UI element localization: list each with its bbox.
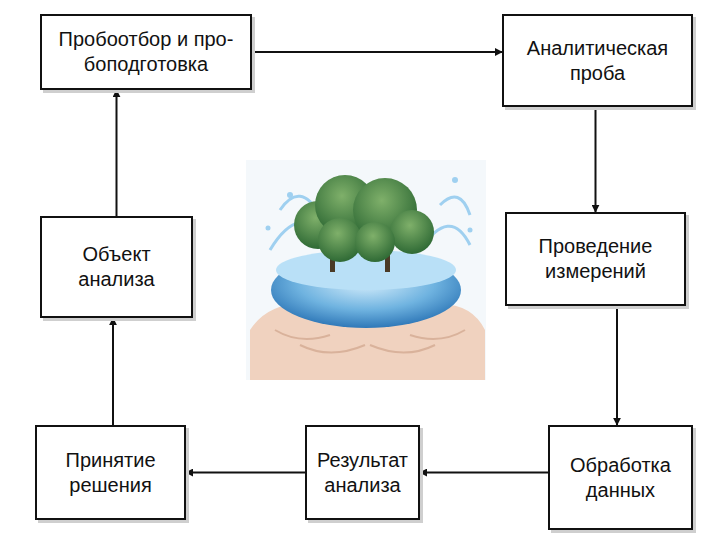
box-label: Результат анализа [317, 448, 408, 498]
process-box: Аналитическая проба [502, 14, 693, 107]
process-box: Обработка данных [548, 425, 693, 530]
process-box: Пробоотбор и про- боподготовка [40, 14, 252, 90]
box-label: Пробоотбор и про- боподготовка [52, 27, 240, 77]
flow-arrow [616, 306, 618, 425]
process-box: Результат анализа [305, 425, 420, 520]
process-box: Принятие решения [35, 425, 186, 520]
flow-arrow [252, 51, 502, 53]
process-box: Объект анализа [40, 216, 193, 318]
flow-arrow [595, 107, 597, 212]
box-label: Принятие решения [47, 448, 174, 498]
box-label: Проведение измерений [517, 234, 674, 284]
flow-arrow [112, 318, 114, 425]
box-label: Объект анализа [52, 242, 181, 292]
flow-arrow [420, 472, 548, 474]
flow-arrow [116, 90, 118, 216]
box-label: Обработка данных [560, 453, 681, 503]
process-box: Проведение измерений [505, 212, 686, 306]
hands-water-picture [246, 160, 486, 380]
flow-arrow [186, 472, 305, 474]
box-label: Аналитическая проба [514, 36, 681, 86]
